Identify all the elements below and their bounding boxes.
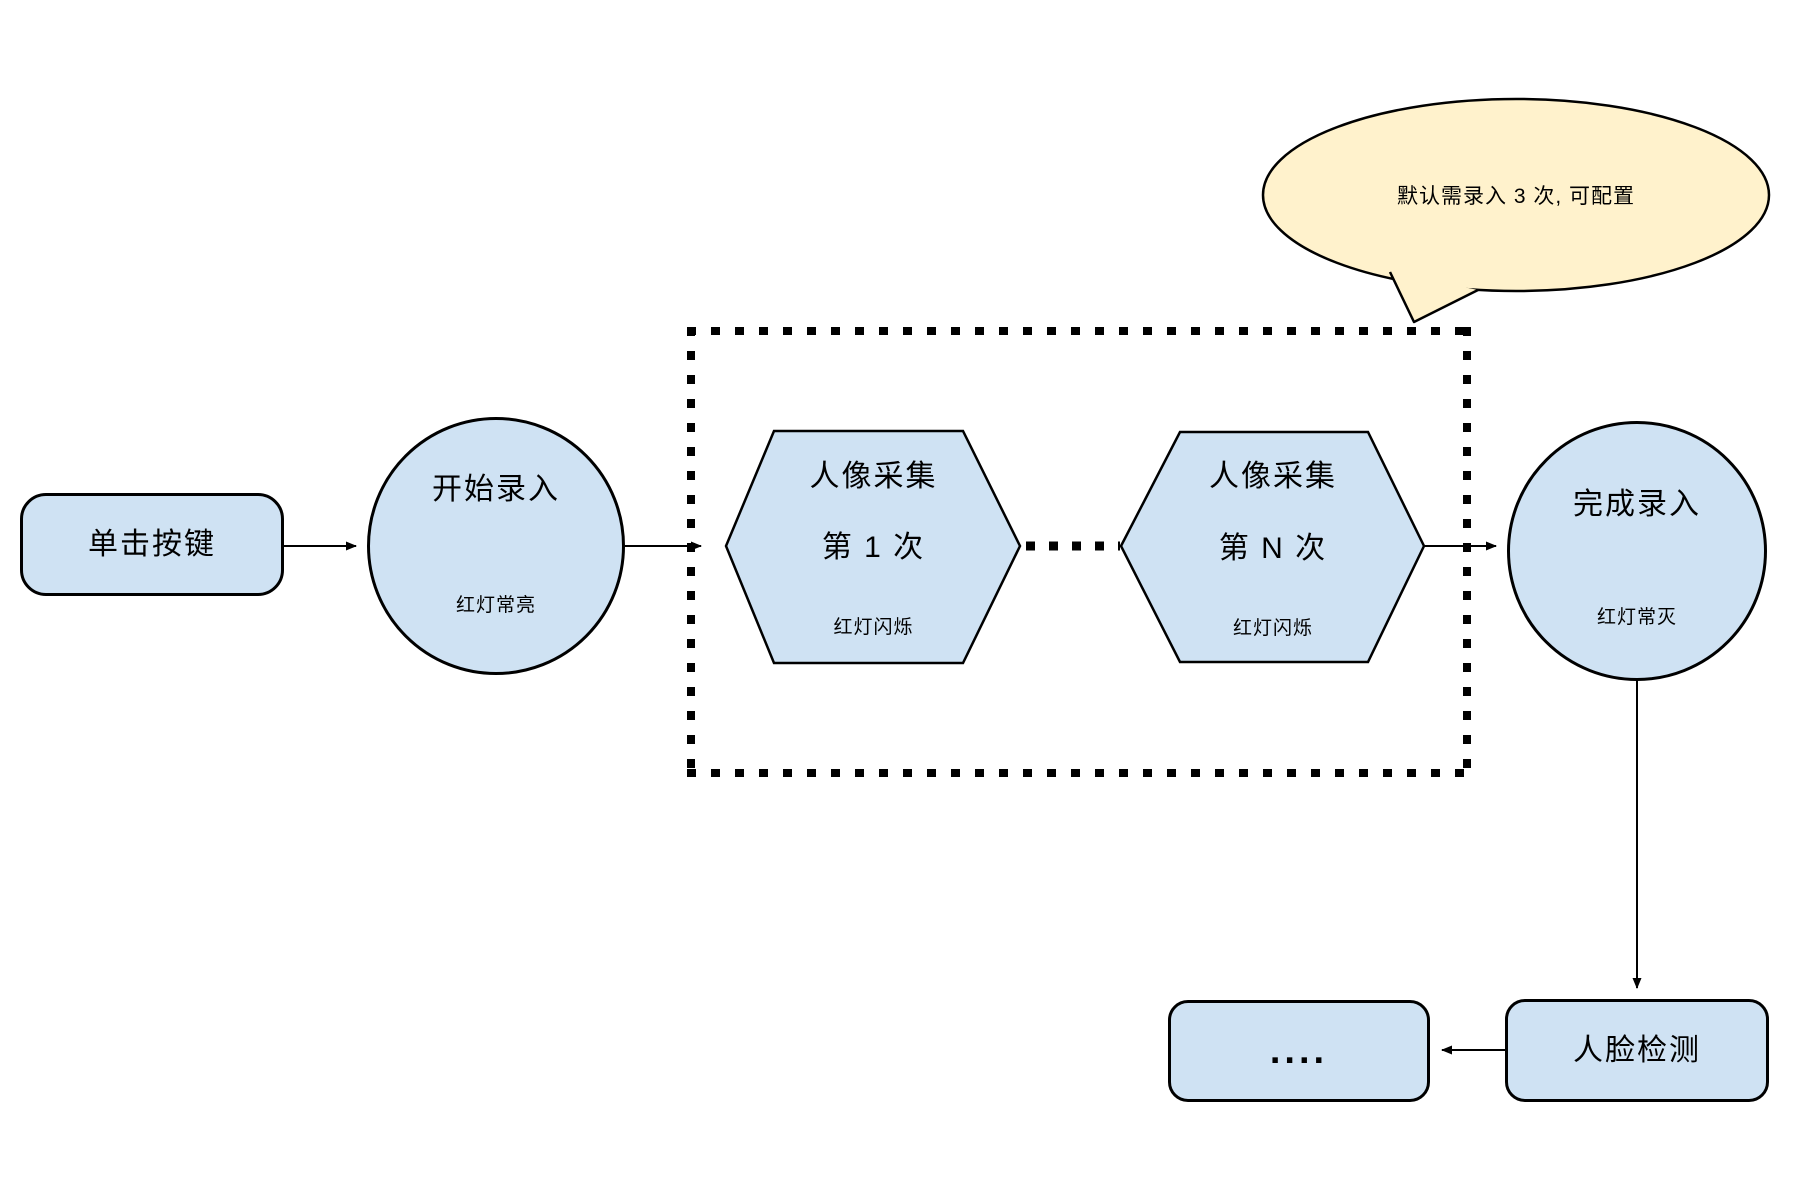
node-start-sublabel: 红灯常亮	[455, 595, 536, 616]
callout-text: 默认需录入 3 次, 可配置	[1396, 185, 1636, 208]
node-capture-nth-shape	[1119, 430, 1426, 664]
node-start-circle: 开始录入 红灯常亮	[367, 417, 625, 675]
node-more-label: ....	[1269, 1030, 1329, 1072]
node-capture-first-shape	[724, 429, 1022, 665]
node-face-detect: 人脸检测	[1505, 999, 1769, 1102]
node-more: ....	[1168, 1000, 1430, 1102]
node-capture-first-labels: 人像采集 第 1 次 红灯闪烁	[725, 429, 1022, 665]
capture-nth-line2: 第 N 次	[1218, 532, 1328, 565]
capture-first-line2: 第 1 次	[821, 531, 926, 564]
capture-nth-sublabel: 红灯闪烁	[1232, 618, 1313, 639]
capture-first-line1: 人像采集	[809, 460, 938, 493]
node-finish-circle: 完成录入 红灯常灭	[1507, 421, 1767, 681]
capture-first-sublabel: 红灯闪烁	[833, 617, 914, 638]
node-click-button-label: 单击按键	[88, 527, 216, 561]
node-start-label: 开始录入	[432, 473, 560, 506]
node-face-detect-label: 人脸检测	[1573, 1033, 1701, 1067]
node-capture-nth-hexagon	[1119, 430, 1426, 664]
node-capture-nth-labels: 人像采集 第 N 次 红灯闪烁	[1120, 430, 1426, 664]
node-finish-sublabel: 红灯常灭	[1596, 607, 1677, 628]
callout-text-box: 默认需录入 3 次, 可配置	[1262, 100, 1770, 290]
node-click-button: 单击按键	[20, 493, 284, 596]
node-finish-label: 完成录入	[1573, 488, 1701, 521]
capture-nth-line1: 人像采集	[1209, 460, 1337, 493]
node-capture-first-hexagon	[724, 429, 1022, 665]
